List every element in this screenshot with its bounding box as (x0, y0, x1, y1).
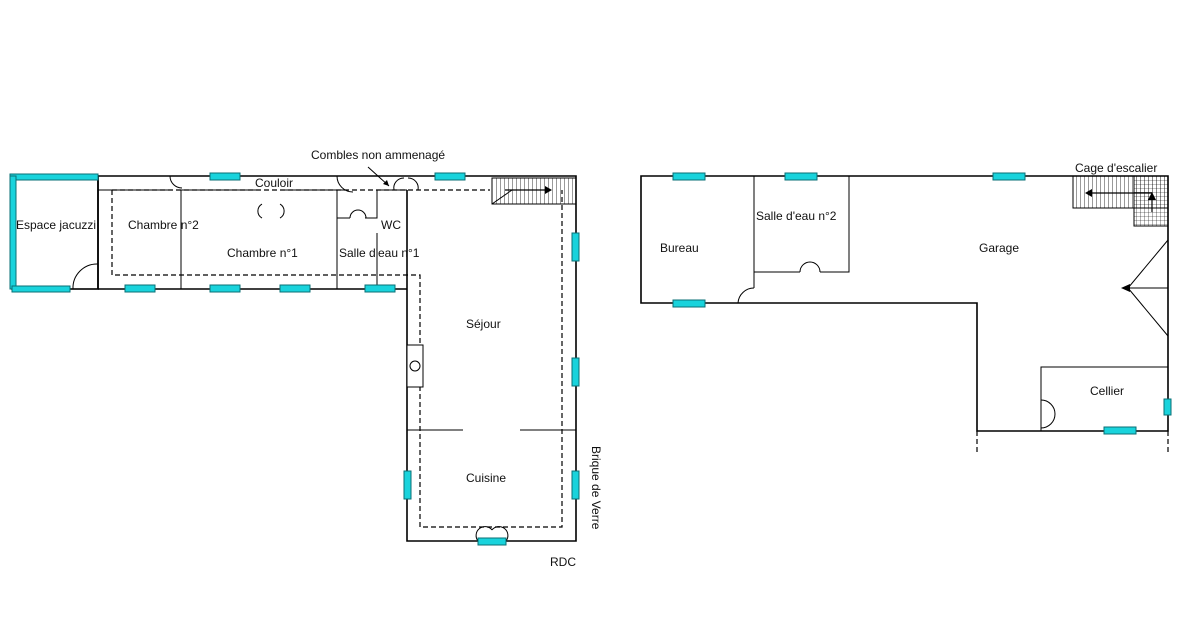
window (124, 284, 156, 293)
door-arc (475, 526, 509, 542)
window (672, 172, 706, 181)
level-label: RDC (550, 555, 576, 569)
window (9, 173, 99, 181)
window (9, 175, 17, 290)
window (434, 172, 466, 181)
window (571, 232, 580, 262)
garage-arrow-head (1121, 284, 1130, 292)
salle-eau2-walls (753, 176, 850, 273)
plan-rdc: Espace jacuzzi Chambre n°2 Couloir Chamb… (9, 148, 603, 569)
room-couloir: Couloir (255, 176, 293, 190)
jacuzzi-wall (11, 175, 99, 290)
window (364, 284, 396, 293)
door-arc (1040, 399, 1056, 429)
window (209, 284, 241, 293)
window (672, 299, 706, 308)
door-arc (257, 203, 285, 219)
door-arc (393, 177, 419, 191)
room-bureau: Bureau (660, 241, 699, 255)
window (11, 285, 71, 293)
window (403, 470, 412, 500)
room-espace-jacuzzi: Espace jacuzzi (16, 218, 96, 232)
room-chambre2: Chambre n°2 (128, 218, 199, 232)
plan-annexe: Bureau Salle d'eau n°2 Garage Cellier Ca… (640, 161, 1172, 452)
extension-dashes (976, 431, 1169, 452)
door-arc (349, 209, 367, 219)
window (477, 537, 507, 546)
room-salle-eau1: Salle d'eau n°1 (339, 246, 420, 260)
cellier-walls (1040, 366, 1168, 431)
cage-label: Cage d'escalier (1075, 161, 1157, 175)
room-wc: WC (381, 218, 401, 232)
salle-eau-walls (337, 189, 378, 289)
window (571, 470, 580, 500)
window (209, 172, 241, 181)
door-arc (336, 175, 354, 193)
brique-label: Brique de Verre (589, 446, 603, 530)
stairs-arrow-head (545, 186, 552, 194)
room-chambre1: Chambre n°1 (227, 246, 298, 260)
annexe-outer-wall (640, 175, 1169, 432)
window (1163, 398, 1172, 416)
door-arc (799, 261, 821, 273)
sejour-outer-wall (406, 175, 577, 542)
door-arc (737, 287, 755, 304)
window (279, 284, 311, 293)
chambre-walls (180, 189, 338, 289)
stairs-edge (491, 189, 513, 205)
fireplace-circle (409, 360, 421, 372)
room-cuisine: Cuisine (466, 471, 506, 485)
room-sejour: Séjour (466, 317, 501, 331)
room-garage: Garage (979, 241, 1019, 255)
room-cellier: Cellier (1090, 384, 1124, 398)
window (1103, 426, 1137, 435)
window (992, 172, 1026, 181)
stairs (491, 177, 577, 205)
window (571, 357, 580, 387)
combles-arrow-head (383, 180, 389, 186)
wing-outer-wall (97, 175, 490, 290)
room-salle-eau2: Salle d'eau n°2 (756, 209, 837, 223)
window (784, 172, 818, 181)
stair-cage-grid (1133, 175, 1169, 227)
cage-arrow-head (1085, 189, 1092, 197)
door-arc (169, 175, 183, 189)
wc-walls (337, 189, 407, 219)
cage-arrow-head-up (1148, 192, 1156, 200)
door-arc (72, 263, 99, 290)
roof-outline (111, 189, 563, 528)
combles-label: Combles non ammenagé (311, 148, 445, 162)
